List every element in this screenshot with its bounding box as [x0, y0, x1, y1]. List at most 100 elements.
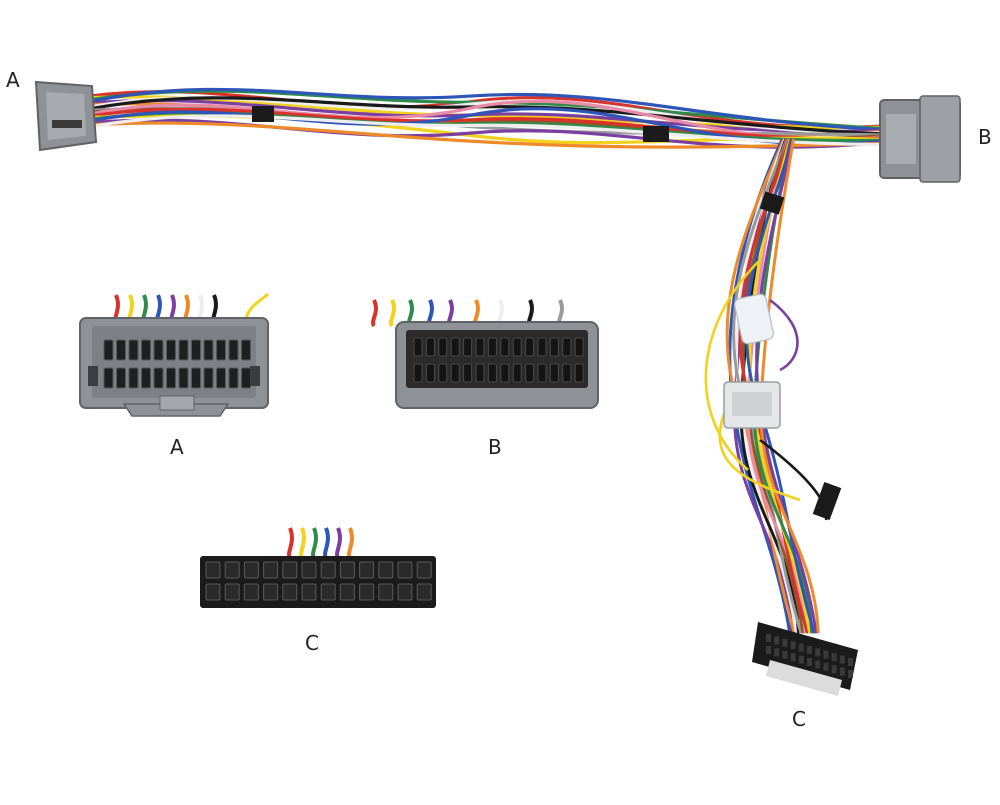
connector-c-end-pin — [831, 665, 837, 674]
connector-a-pin — [228, 339, 239, 361]
connector-c-end-pin — [848, 658, 853, 666]
connector-c-end-pin — [798, 643, 804, 652]
connector-a-pin — [241, 339, 251, 361]
connector-b-top — [879, 95, 961, 183]
connector-c-pin — [397, 583, 413, 601]
trunk-wire — [90, 107, 882, 141]
connector-b-pin — [413, 363, 423, 383]
caption-connector-a: A — [170, 435, 184, 459]
connector-c-pin — [320, 561, 336, 579]
connector-b-pin — [463, 363, 473, 383]
main-harness-trunk — [90, 87, 882, 149]
connector-c-pin — [378, 561, 394, 579]
connector-b-pin — [450, 363, 460, 383]
loose-wire — [769, 298, 799, 372]
connector-a-pin — [128, 367, 139, 389]
connector-c-feed-wire — [323, 527, 330, 560]
connector-c-pin — [205, 561, 221, 579]
connector-a-top — [34, 80, 98, 152]
connector-c-feed-wire — [299, 527, 306, 560]
connector-a-pin — [166, 339, 176, 361]
connector-a-pin — [103, 339, 114, 361]
connector-c-pin — [416, 561, 432, 579]
connector-b-pin — [463, 337, 473, 357]
connector-c-end-pin — [782, 650, 788, 659]
connector-c-feed-wire — [311, 527, 318, 560]
trunk-wire — [90, 99, 882, 141]
connector-c-pin — [339, 583, 355, 601]
connector-a-pin — [153, 339, 164, 361]
connector-b-pin — [537, 337, 547, 357]
connector-c-end-pin — [774, 648, 780, 657]
connector-c-pin — [397, 561, 413, 579]
connector-b-pin — [525, 363, 535, 383]
connector-c-end-pin — [807, 658, 812, 666]
connector-b-pin — [500, 337, 510, 357]
branch-sleeve-1 — [759, 191, 785, 215]
connector-c-pin — [359, 561, 375, 579]
connector-a-pin — [178, 339, 189, 361]
connector-b-pin — [487, 337, 497, 357]
connector-c-end-pin — [823, 650, 829, 659]
connector-c-end-pin — [798, 655, 804, 664]
caption-connector-b: B — [488, 435, 502, 459]
connector-a-pin — [141, 367, 151, 389]
connector-c-end-pin — [839, 655, 845, 664]
connector-b-pin — [450, 337, 460, 357]
connector-b-pin — [438, 363, 448, 383]
small-black-connector — [812, 481, 842, 521]
connector-c-pin — [243, 561, 259, 579]
inline-module — [723, 381, 781, 429]
connector-c-pin — [416, 583, 432, 601]
label-connector-c-end: C — [792, 707, 806, 731]
connector-c-pin — [378, 583, 394, 601]
connector-a-pin — [141, 339, 151, 361]
connector-c-pin — [359, 583, 375, 601]
connector-c-pin — [224, 583, 240, 601]
connector-a-pin — [191, 339, 201, 361]
connector-a-pin — [191, 367, 201, 389]
connector-c-end-pin — [807, 646, 812, 654]
connector-a-pin — [203, 339, 214, 361]
connector-b-feed-wire — [389, 299, 396, 328]
connector-a-pin — [116, 367, 126, 389]
inline-fuse-holder — [734, 293, 774, 345]
connector-b-pin — [525, 337, 535, 357]
connector-c-pin — [263, 561, 279, 579]
connector-c-pin — [339, 561, 355, 579]
connector-a-pin — [128, 339, 139, 361]
connector-c-end-pin — [815, 660, 821, 669]
trunk-wire — [90, 87, 882, 132]
connector-c-end-pin — [815, 648, 821, 657]
connector-b-pin — [425, 337, 435, 357]
connector-c-pin — [282, 583, 298, 601]
connector-a-pin — [103, 367, 114, 389]
connector-c-end-pin — [774, 636, 780, 645]
connector-b-pin — [425, 363, 435, 383]
connector-b-pin — [413, 337, 423, 357]
connector-c-end-pin — [848, 670, 853, 678]
connector-c-pin — [224, 561, 240, 579]
connector-b-pin — [549, 337, 559, 357]
connector-c-end-pin — [766, 634, 771, 642]
connector-c-end-pin — [823, 662, 829, 671]
connector-a-pin — [178, 367, 189, 389]
connector-b-pin — [475, 363, 485, 383]
connector-b-pin — [487, 363, 497, 383]
connector-c-pin — [205, 583, 221, 601]
connector-c-end-pin — [831, 653, 837, 662]
trunk-wire — [90, 121, 882, 149]
connector-b-pin — [537, 363, 547, 383]
connector-c-feed-wire — [287, 527, 294, 560]
connector-a-face — [79, 292, 270, 417]
trunk-wire — [90, 114, 882, 147]
connector-b-pin — [562, 363, 572, 383]
connector-b-pin — [438, 337, 448, 357]
connector-b-pin — [574, 363, 584, 383]
trunk-sleeve-1 — [252, 106, 274, 122]
connector-c-end-pin — [790, 641, 796, 650]
label-connector-b-top: B — [978, 125, 992, 149]
connector-a-pin — [203, 367, 214, 389]
